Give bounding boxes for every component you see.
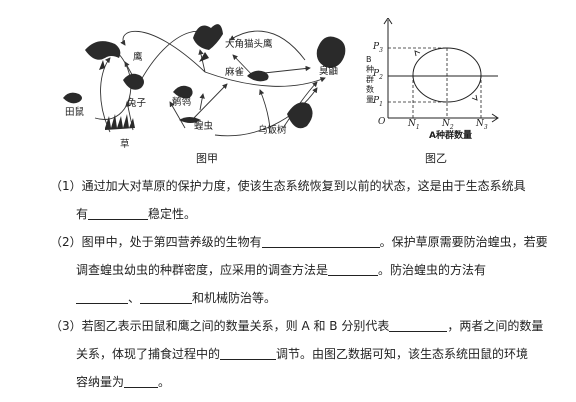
answer-blank-q2-control-2[interactable] bbox=[140, 292, 193, 304]
label-rabbit: 兔子 bbox=[127, 98, 147, 109]
y-arrow bbox=[383, 18, 393, 25]
answer-blank-q3-ab[interactable] bbox=[389, 320, 448, 332]
q3-text-2a: 关系，体现了捕食过程中的 bbox=[76, 347, 221, 361]
tick-n1: N1 bbox=[408, 119, 420, 131]
x-axis-label: A种群数量 bbox=[429, 131, 472, 141]
figure-caption-b: 图乙 bbox=[425, 152, 447, 165]
y-axis-label-1: B bbox=[366, 55, 372, 64]
y-axis-label-4: 数 bbox=[366, 85, 374, 94]
q1-text-1: （1）通过加大对草原的保护力度，使该生态系统恢复到以前的状态，这是由于生态系统具 bbox=[50, 179, 526, 193]
q2-text-2b: 。防治蝗虫的方法有 bbox=[378, 263, 487, 277]
sparrow-icon bbox=[247, 70, 269, 82]
q3-text-3a: 容纳量为 bbox=[76, 375, 125, 389]
owl-icon bbox=[193, 24, 223, 50]
rabbit-icon bbox=[123, 73, 144, 90]
label-grass: 草 bbox=[120, 139, 130, 150]
x-arrow bbox=[491, 113, 499, 123]
y-axis-label-2: 种 bbox=[366, 65, 374, 74]
label-crow-plant: 乌饭树 bbox=[258, 125, 287, 136]
label-skunk: 臭鼬 bbox=[319, 66, 339, 77]
label-sparrow: 麻雀 bbox=[225, 67, 245, 78]
tick-p3: P3 bbox=[373, 42, 383, 54]
answer-blank-q2-method[interactable] bbox=[328, 264, 379, 276]
hawk-icon bbox=[85, 41, 121, 60]
answer-blank-q3-capacity[interactable] bbox=[124, 376, 159, 388]
label-locust: 蝗虫 bbox=[194, 121, 214, 132]
answer-blank-q1[interactable] bbox=[88, 208, 149, 220]
locust-icon bbox=[179, 117, 201, 123]
y-axis-label-3: 群 bbox=[366, 75, 374, 84]
question-1-line-1: （1）通过加大对草原的保护力度，使该生态系统恢复到以前的状态，这是由于生态系统具 bbox=[50, 180, 526, 192]
tick-p1: P1 bbox=[373, 96, 383, 108]
q1-text-2b: 稳定性。 bbox=[148, 207, 197, 221]
q2-text-1a: （2）图甲中，处于第四营养级的生物有 bbox=[50, 235, 262, 249]
answer-blank-q3-regulation[interactable] bbox=[220, 348, 277, 360]
answer-blank-q2-control-1[interactable] bbox=[76, 292, 128, 304]
q2-text-2a: 调查蝗虫幼虫的种群密度，应采用的调查方法是 bbox=[76, 263, 329, 277]
question-3-line-1: （3）若图乙表示田鼠和鹰之间的数量关系，则 A 和 B 分别代表 ，两者之间的数量 bbox=[50, 320, 543, 332]
mouse-icon bbox=[63, 92, 82, 104]
figure-caption-a: 图甲 bbox=[196, 152, 218, 165]
y-axis-label-5: 量 bbox=[366, 95, 374, 104]
shrub-icon bbox=[287, 102, 313, 129]
organism-silhouettes bbox=[63, 24, 346, 130]
q2-text-3a: 、 bbox=[128, 291, 141, 305]
skunk-icon bbox=[316, 36, 346, 68]
food-web-diagram bbox=[63, 24, 346, 137]
label-wagtail: 鹡鸰 bbox=[172, 97, 192, 108]
wagtail-icon bbox=[173, 85, 193, 99]
question-2-line-2: 调查蝗虫幼虫的种群密度，应采用的调查方法是 。防治蝗虫的方法有 bbox=[76, 264, 486, 276]
question-3-line-3: 容纳量为 。 bbox=[76, 376, 170, 388]
q1-text-2a: 有 bbox=[76, 207, 89, 221]
grass-icon bbox=[105, 114, 135, 130]
tick-n2: N2 bbox=[442, 119, 454, 131]
label-owl: 大角猫头鹰 bbox=[225, 39, 273, 50]
origin-label: O bbox=[378, 117, 386, 127]
question-2-line-3: 、 和机械防治等。 bbox=[76, 292, 276, 304]
question-3-line-2: 关系，体现了捕食过程中的 调节。由图乙数据可知，该生态系统田鼠的环境 bbox=[76, 348, 528, 360]
label-mouse: 田鼠 bbox=[65, 107, 85, 118]
question-1-line-2: 有 稳定性。 bbox=[76, 208, 196, 220]
q3-text-2b: 调节。由图乙数据可知，该生态系统田鼠的环境 bbox=[276, 347, 529, 361]
question-2-line-1: （2）图甲中，处于第四营养级的生物有 。保护草原需要防治蝗虫，若要 bbox=[50, 236, 548, 248]
q3-text-1a: （3）若图乙表示田鼠和鹰之间的数量关系，则 A 和 B 分别代表 bbox=[50, 319, 390, 333]
label-hawk: 鹰 bbox=[133, 52, 143, 63]
q3-text-3b: 。 bbox=[158, 375, 171, 389]
tick-p2: P2 bbox=[373, 69, 383, 81]
tick-n3: N3 bbox=[476, 119, 488, 131]
population-graph bbox=[383, 18, 499, 123]
answer-blank-q2-organisms[interactable] bbox=[261, 236, 380, 248]
q2-text-1b: 。保护草原需要防治蝗虫，若要 bbox=[379, 235, 548, 249]
q3-text-1b: ，两者之间的数量 bbox=[447, 319, 544, 333]
q2-text-3b: 和机械防治等。 bbox=[192, 291, 277, 305]
